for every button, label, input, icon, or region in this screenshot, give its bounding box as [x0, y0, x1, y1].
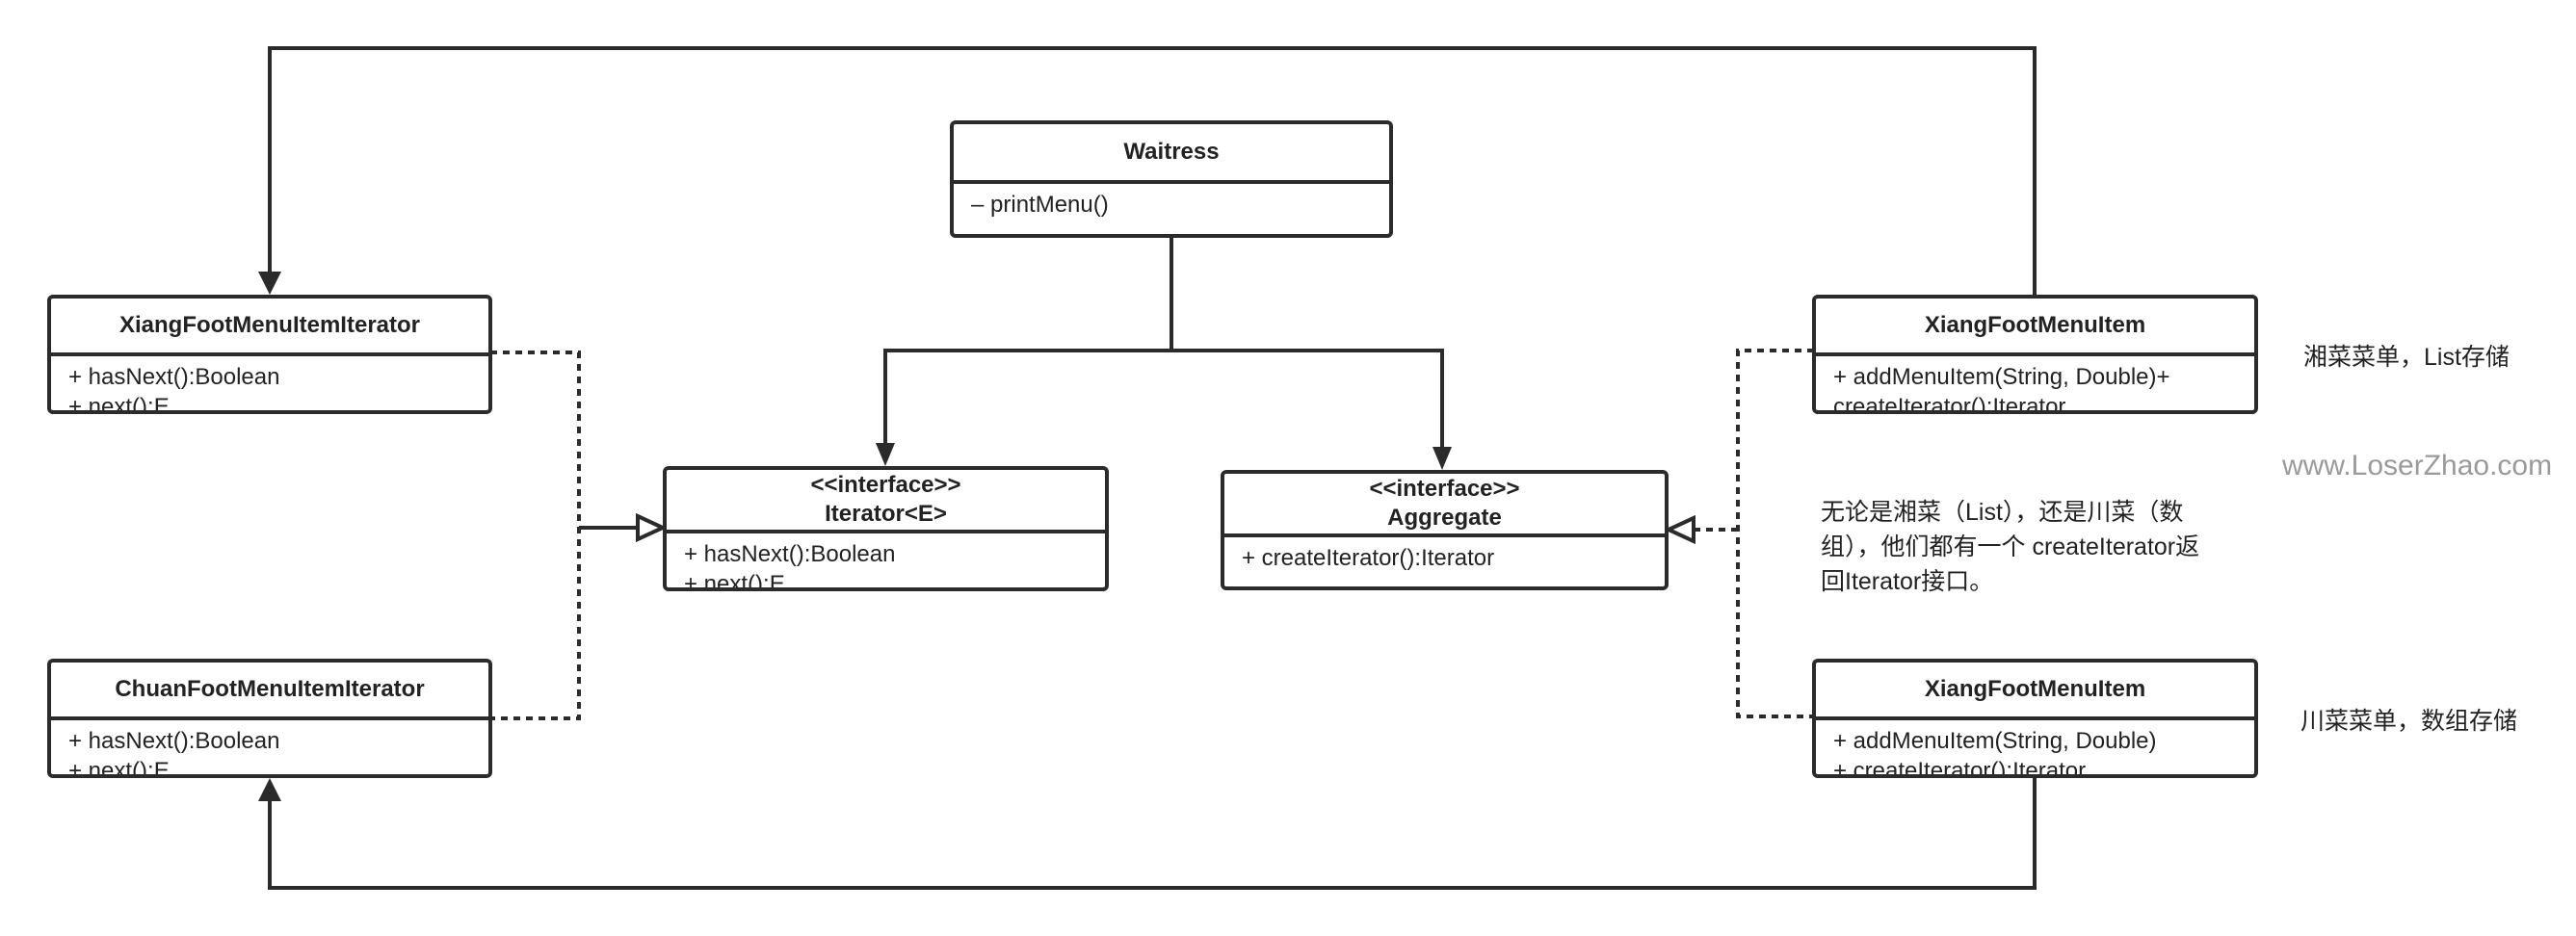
waitress-class: Waitress – printMenu(): [950, 120, 1393, 238]
member-next: + next():E: [684, 571, 785, 591]
realization-arrowhead-iterator: [636, 512, 668, 543]
arrowhead-aggregate-interface: [1433, 447, 1452, 470]
class-name: Aggregate: [1387, 505, 1502, 531]
class-header: <<interface>> Aggregate: [1224, 474, 1665, 537]
member-add-menu-item: + addMenuItem(String, Double)+: [1833, 364, 2170, 390]
class-header: XiangFootMenuItem: [1816, 663, 2254, 720]
waitress-to-aggregate-line: [1171, 349, 1444, 456]
member-create-iterator: + createIterator():Iterator: [1833, 758, 2087, 778]
realization-line-xiang-iterator: [490, 351, 581, 720]
realization-line-menu-items: [1736, 349, 1814, 718]
xiang-menu-item-bottom-class: XiangFootMenuItem + addMenuItem(String, …: [1812, 659, 2258, 778]
note-line: 回Iterator接口。: [1821, 568, 1994, 595]
member-create-iterator: + createIterator():Iterator: [1242, 545, 1495, 571]
waitress-to-iterator-line: [883, 238, 1173, 453]
member-next: + next():E: [68, 758, 170, 778]
class-members: + createIterator():Iterator: [1224, 537, 1665, 579]
stereotype-label: <<interface>>: [810, 472, 961, 498]
note-line: 组），他们都有一个 createIterator返: [1821, 533, 2200, 560]
arrowhead-xiang-iterator: [258, 272, 281, 295]
association-line-chuan: [268, 776, 2037, 890]
member-has-next: + hasNext():Boolean: [684, 541, 896, 567]
class-name: Iterator<E>: [825, 501, 947, 527]
note-create-iterator-explanation: 无论是湘菜（List），还是川菜（数 组），他们都有一个 createItera…: [1821, 495, 2245, 599]
stereotype-label: <<interface>>: [1369, 476, 1520, 502]
note-chuan-array-storage: 川菜菜单，数组存储: [2300, 708, 2518, 735]
class-name: XiangFootMenuItem: [1924, 676, 2146, 702]
class-header: XiangFootMenuItemIterator: [51, 299, 488, 356]
association-line-xiang: [268, 46, 2037, 295]
xiang-menu-item-top-class: XiangFootMenuItem + addMenuItem(String, …: [1812, 295, 2258, 414]
member-print-menu: – printMenu(): [971, 192, 1109, 218]
class-header: Waitress: [954, 124, 1389, 184]
class-name: XiangFootMenuItemIterator: [118, 312, 420, 338]
class-header: ChuanFootMenuItemIterator: [51, 663, 488, 720]
note-line: 无论是湘菜（List），还是川菜（数: [1821, 499, 2184, 526]
xiang-iterator-class: XiangFootMenuItemIterator + hasNext():Bo…: [47, 295, 492, 414]
class-members: + hasNext():Boolean + next():E: [51, 720, 488, 778]
class-header: XiangFootMenuItem: [1816, 299, 2254, 356]
aggregate-interface-class: <<interface>> Aggregate + createIterator…: [1221, 470, 1669, 590]
class-members: + addMenuItem(String, Double)+ createIte…: [1816, 356, 2254, 414]
chuan-iterator-class: ChuanFootMenuItemIterator + hasNext():Bo…: [47, 659, 492, 778]
member-has-next: + hasNext():Boolean: [68, 364, 280, 390]
class-name: XiangFootMenuItem: [1924, 312, 2146, 338]
class-members: – printMenu(): [954, 184, 1389, 225]
class-members: + hasNext():Boolean + next():E: [51, 356, 488, 414]
member-add-menu-item: + addMenuItem(String, Double): [1833, 728, 2157, 754]
watermark-text: www.LoserZhao.com: [2282, 450, 2553, 481]
class-name: ChuanFootMenuItemIterator: [115, 676, 425, 702]
class-members: + addMenuItem(String, Double) + createIt…: [1816, 720, 2254, 778]
iterator-interface-class: <<interface>> Iterator<E> + hasNext():Bo…: [663, 466, 1109, 591]
class-header: <<interface>> Iterator<E>: [667, 470, 1105, 533]
realization-arrowhead-aggregate: [1664, 514, 1695, 545]
member-has-next: + hasNext():Boolean: [68, 728, 280, 754]
arrowhead-iterator-interface: [876, 443, 895, 466]
arrowhead-chuan-iterator: [258, 778, 281, 801]
note-xiang-list-storage: 湘菜菜单，List存储: [2303, 344, 2510, 371]
member-next: + next():E: [68, 394, 170, 414]
class-members: + hasNext():Boolean + next():E: [667, 533, 1105, 591]
member-create-iterator: createIterator():Iterator: [1833, 394, 2066, 414]
class-name: Waitress: [1123, 139, 1220, 165]
